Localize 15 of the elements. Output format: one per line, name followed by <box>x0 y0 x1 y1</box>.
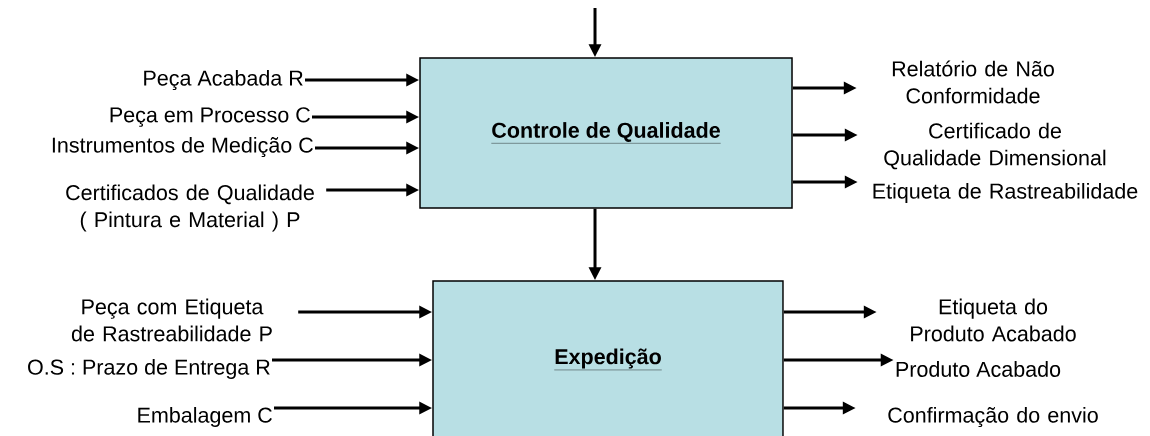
process-box: Expedição <box>432 280 784 436</box>
input-output-label: Peça em Processo C <box>110 107 310 127</box>
input-output-label: Peça Acabada R <box>144 69 303 91</box>
input-output-label: Relatório de Não Conformidade <box>892 60 1054 104</box>
input-output-label: Produto Acabado <box>896 361 1061 377</box>
input-output-label: Etiqueta de Rastreabilidade <box>873 183 1138 204</box>
input-output-label: Peça com Etiqueta de Rastreabilidade P <box>71 298 272 342</box>
input-output-label: Certificado de Qualidade Dimensional <box>884 122 1106 170</box>
input-output-label: Confirmação do envio <box>888 406 1098 428</box>
input-output-label: Embalagem C <box>138 407 272 428</box>
input-output-label: Instrumentos de Medição C <box>52 136 313 158</box>
process-box: Controle de Qualidade <box>419 57 793 209</box>
input-output-label: Certificados de Qualidade ( Pintura e Material ) P <box>66 184 314 232</box>
input-output-label: Etiqueta do Produto Acabado <box>911 298 1076 342</box>
input-output-label: O.S : Prazo de Entrega R <box>28 359 270 380</box>
